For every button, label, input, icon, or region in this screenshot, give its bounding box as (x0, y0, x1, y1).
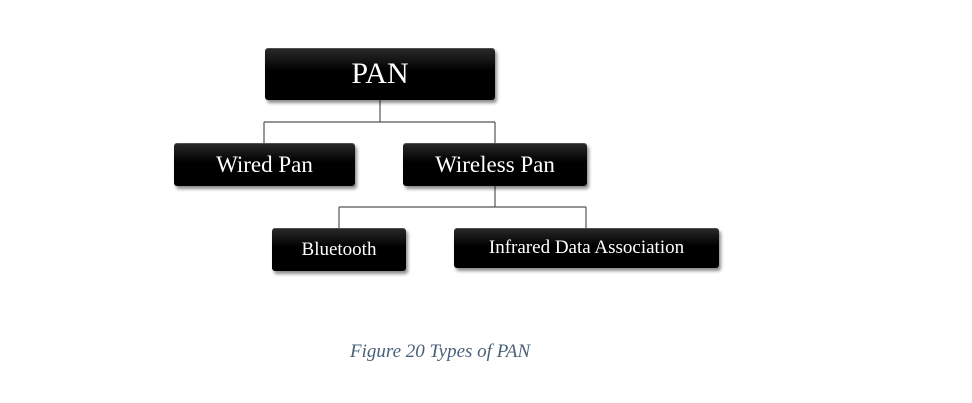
node-bluetooth: Bluetooth (272, 228, 406, 271)
node-bluetooth-label: Bluetooth (301, 238, 377, 260)
node-wireless-pan-label: Wireless Pan (435, 151, 555, 177)
figure-caption: Figure 20 Types of PAN (350, 341, 531, 362)
node-infrared-data-association: Infrared Data Association (454, 228, 719, 268)
node-wireless-pan: Wireless Pan (403, 143, 587, 186)
node-wired-pan: Wired Pan (174, 143, 355, 186)
node-pan: PAN (265, 48, 495, 100)
node-infrared-data-association-label: Infrared Data Association (488, 237, 685, 258)
node-wired-pan-label: Wired Pan (216, 151, 313, 177)
node-pan-label: PAN (351, 57, 409, 90)
